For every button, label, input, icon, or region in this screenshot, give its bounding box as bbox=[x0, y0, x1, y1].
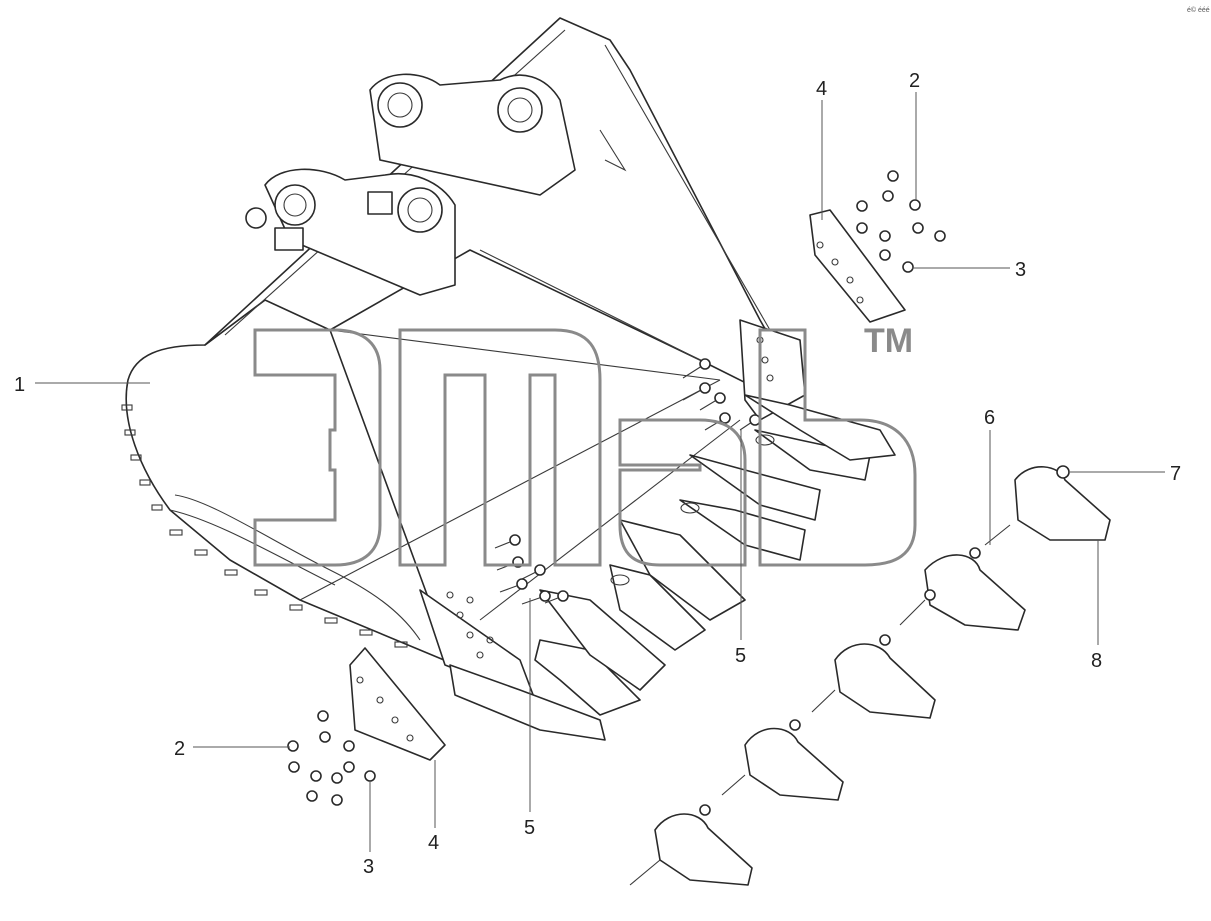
callout-8: 8 bbox=[1091, 650, 1102, 672]
callout-2-lower: 2 bbox=[174, 738, 185, 760]
mounting-brackets bbox=[245, 73, 627, 296]
callout-7: 7 bbox=[1170, 463, 1181, 485]
loose-teeth bbox=[629, 465, 1111, 886]
callout-2-upper: 2 bbox=[909, 70, 920, 92]
corner-mark: é© ééé bbox=[1187, 6, 1210, 14]
tooth-5 bbox=[629, 813, 753, 886]
watermark: TM bbox=[253, 322, 917, 567]
callout-6: 6 bbox=[984, 407, 995, 429]
callout-4-upper: 4 bbox=[816, 78, 827, 100]
tooth-4 bbox=[699, 727, 844, 816]
tooth-1 bbox=[969, 465, 1111, 559]
nut-group-right bbox=[856, 170, 946, 273]
side-cutter-left bbox=[349, 647, 446, 761]
nut-group-left bbox=[287, 710, 376, 806]
leader-lines bbox=[35, 92, 1165, 852]
callouts: 1 2 3 4 2 3 4 5 5 6 7 8 bbox=[14, 70, 1181, 878]
bolt-group-left bbox=[494, 534, 569, 605]
callout-5-upper: 5 bbox=[735, 645, 746, 667]
bucket-body bbox=[121, 17, 806, 701]
tooth-3 bbox=[789, 643, 936, 731]
tooth-2 bbox=[879, 554, 1026, 646]
callout-4-lower: 4 bbox=[428, 832, 439, 854]
callout-5-lower: 5 bbox=[524, 817, 535, 839]
bucket-adapters bbox=[449, 394, 896, 741]
watermark-tm: TM bbox=[864, 322, 913, 360]
callout-3-upper: 3 bbox=[1015, 259, 1026, 281]
bolt-group-right bbox=[682, 358, 761, 431]
callout-3-lower: 3 bbox=[363, 856, 374, 878]
callout-1: 1 bbox=[14, 374, 25, 396]
side-cutter-right bbox=[809, 209, 906, 323]
